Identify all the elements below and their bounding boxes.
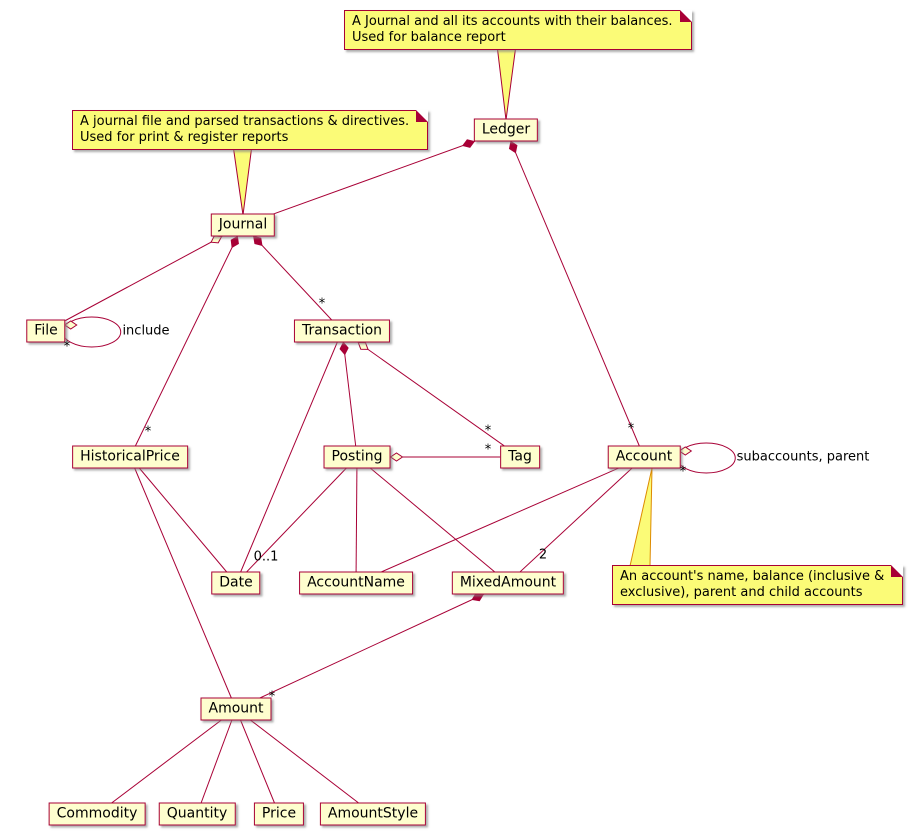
aggregation-diamond-icon-self-file bbox=[63, 320, 78, 330]
self-loop-label-account: subaccounts, parent bbox=[736, 449, 870, 465]
composition-diamond-icon-ledger-account bbox=[508, 140, 518, 154]
multiplicity-label-transaction-tag: * bbox=[484, 423, 492, 439]
class-node-transaction: Transaction bbox=[293, 319, 391, 343]
composition-diamond-icon-ledger-journal bbox=[462, 139, 476, 148]
edge-amount-quantity bbox=[196, 708, 237, 815]
self-loop-label-file: include bbox=[122, 323, 170, 339]
aggregation-diamond-icon-journal-file bbox=[210, 235, 223, 244]
self-loop-multiplicity-account: * bbox=[679, 464, 687, 480]
multiplicity-label-account-mixedamount: 2 bbox=[538, 547, 548, 563]
class-node-amountstyle: AmountStyle bbox=[319, 802, 427, 826]
edge-transaction-tag bbox=[341, 330, 521, 458]
note-journal-tail bbox=[232, 144, 253, 216]
note-account-tail bbox=[629, 467, 653, 567]
note-text-line: Used for balance report bbox=[352, 30, 506, 45]
composition-diamond-icon-transaction-posting bbox=[339, 341, 349, 356]
class-node-amount: Amount bbox=[200, 697, 272, 721]
note-fold-icon bbox=[416, 110, 429, 122]
edge-posting-date bbox=[235, 456, 358, 584]
edge-mixedamount-amount bbox=[235, 582, 509, 710]
note-text-line: A journal file and parsed transactions &… bbox=[80, 114, 410, 129]
edge-account-mixedamount bbox=[507, 456, 645, 584]
class-node-journal: Journal bbox=[210, 213, 276, 237]
class-node-tag: Tag bbox=[500, 445, 540, 469]
aggregation-diamond-icon-self-account bbox=[678, 446, 693, 456]
edge-transaction-date bbox=[235, 330, 343, 584]
edge-journal-historicalprice bbox=[129, 224, 244, 458]
multiplicity-label-journal-historicalprice: * bbox=[144, 424, 152, 440]
edge-ledger-account bbox=[505, 129, 645, 458]
composition-diamond-icon-journal-transaction bbox=[253, 235, 263, 246]
note-text-line: exclusive), parent and child accounts bbox=[620, 585, 863, 600]
class-node-historicalprice: HistoricalPrice bbox=[72, 445, 188, 469]
note-journal: A journal file and parsed transactions &… bbox=[72, 110, 429, 150]
class-node-accountname: AccountName bbox=[299, 571, 413, 595]
multiplicity-label-mixedamount-amount: * bbox=[268, 689, 276, 705]
note-text-line: Used for print & register reports bbox=[80, 130, 289, 145]
edge-amount-amountstyle bbox=[235, 708, 374, 815]
multiplicity-label-posting-tag: * bbox=[484, 442, 492, 458]
class-node-quantity: Quantity bbox=[158, 802, 236, 826]
class-node-price: Price bbox=[253, 802, 305, 826]
class-node-ledger: Ledger bbox=[473, 118, 539, 142]
edge-amount-commodity bbox=[96, 708, 237, 815]
note-text-line: A Journal and all its accounts with thei… bbox=[352, 14, 673, 29]
edge-historicalprice-date bbox=[129, 456, 237, 584]
class-node-posting: Posting bbox=[323, 445, 391, 469]
note-ledger: A Journal and all its accounts with thei… bbox=[344, 10, 692, 50]
note-text-line: An account's name, balance (inclusive & bbox=[620, 569, 885, 584]
edge-posting-accountname bbox=[355, 456, 358, 584]
note-ledger-tail bbox=[496, 44, 517, 121]
class-node-account: Account bbox=[607, 445, 681, 469]
multiplicity-label-ledger-account: * bbox=[627, 421, 635, 437]
aggregation-diamond-icon-posting-tag bbox=[389, 452, 404, 462]
composition-diamond-icon-journal-historicalprice bbox=[230, 235, 239, 249]
edge-journal-file bbox=[45, 224, 244, 332]
edge-amount-price bbox=[235, 708, 280, 815]
class-node-date: Date bbox=[211, 571, 261, 595]
self-loop-multiplicity-file: * bbox=[63, 339, 71, 355]
edge-posting-mixedamount bbox=[356, 456, 509, 584]
note-account: An account's name, balance (inclusive &e… bbox=[612, 565, 904, 605]
class-node-mixedamount: MixedAmount bbox=[451, 571, 565, 595]
note-fold-icon bbox=[891, 565, 904, 577]
class-node-file: File bbox=[26, 319, 66, 343]
edge-account-accountname bbox=[355, 456, 645, 584]
multiplicity-label-journal-transaction: * bbox=[318, 296, 326, 312]
class-node-commodity: Commodity bbox=[48, 802, 146, 826]
note-fold-icon bbox=[679, 10, 692, 22]
multiplicity-label-posting-date: 0..1 bbox=[253, 549, 279, 565]
aggregation-diamond-icon-transaction-tag bbox=[357, 341, 369, 350]
edge-historicalprice-amount bbox=[129, 456, 237, 710]
